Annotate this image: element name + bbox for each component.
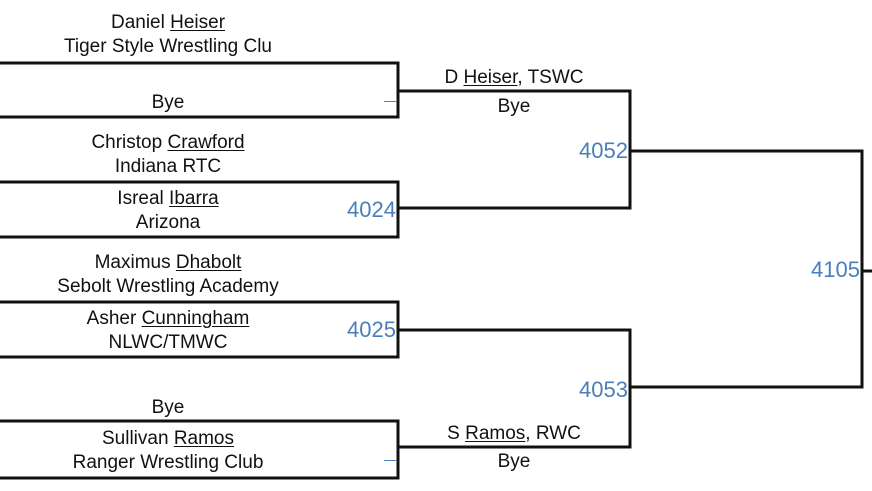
wrestler-entry: Asher Cunningham NLWC/TMWC: [0, 307, 336, 355]
advancer-entry: D Heiser, TSWC: [398, 66, 630, 90]
bout-number-4105[interactable]: 4105: [811, 257, 860, 282]
advancer-team: , RWC: [525, 423, 581, 444]
bye-label: Bye: [497, 96, 531, 117]
wrestler-first-name: Asher: [86, 308, 137, 329]
wrestler-first-name: Isreal: [117, 188, 164, 209]
bye-entry: Bye: [398, 450, 630, 474]
advancer-team: , TSWC: [517, 67, 584, 88]
empty-bout-number: [384, 460, 396, 461]
wrestler-last-name: Cunningham: [141, 308, 250, 329]
bye-entry: Bye: [0, 396, 336, 420]
wrestler-team: Indiana RTC: [114, 156, 222, 177]
bye-entry: Bye: [398, 95, 630, 119]
wrestler-team: Ranger Wrestling Club: [72, 452, 264, 473]
wrestler-team: Tiger Style Wrestling Clu: [63, 36, 272, 57]
wrestler-entry: Maximus Dhabolt Sebolt Wrestling Academy: [0, 251, 336, 299]
wrestler-last-name: Dhabolt: [175, 252, 242, 273]
bout-box-4: [0, 419, 400, 480]
bout-number-4053[interactable]: 4053: [579, 377, 628, 402]
bout-number-4052[interactable]: 4052: [579, 138, 628, 163]
empty-bout-number: [384, 101, 396, 102]
wrestler-entry: Isreal Ibarra Arizona: [0, 187, 336, 235]
bye-label: Bye: [151, 92, 185, 113]
bye-label: Bye: [151, 397, 185, 418]
wrestler-last-name: Heiser: [170, 12, 226, 33]
wrestler-first-name: Christop: [91, 132, 163, 153]
bout-number-4025[interactable]: 4025: [347, 317, 396, 342]
wrestler-team: Arizona: [135, 212, 201, 233]
bout-number-4024[interactable]: 4024: [347, 197, 396, 222]
wrestler-team: NLWC/TMWC: [108, 332, 228, 353]
wrestler-first-name: Maximus: [94, 252, 171, 273]
wrestler-last-name: Crawford: [167, 132, 245, 153]
advancer-initial: D: [444, 67, 459, 88]
bye-entry: Bye: [0, 91, 336, 115]
advancer-last-name: Ramos: [465, 423, 526, 444]
advancer-entry: S Ramos, RWC: [398, 422, 630, 446]
wrestler-entry: Daniel Heiser Tiger Style Wrestling Clu: [0, 11, 336, 59]
advancer-initial: S: [447, 423, 460, 444]
wrestler-first-name: Sullivan: [101, 428, 169, 449]
wrestler-last-name: Ramos: [173, 428, 234, 449]
wrestler-entry: Christop Crawford Indiana RTC: [0, 131, 336, 179]
bye-label: Bye: [497, 451, 531, 472]
wrestler-last-name: Ibarra: [169, 188, 219, 209]
wrestler-first-name: Daniel: [110, 12, 165, 33]
wrestler-entry: Sullivan Ramos Ranger Wrestling Club: [0, 427, 336, 475]
wrestler-team: Sebolt Wrestling Academy: [57, 276, 279, 297]
bout-box-4105: [628, 149, 864, 389]
advancer-last-name: Heiser: [463, 67, 518, 88]
